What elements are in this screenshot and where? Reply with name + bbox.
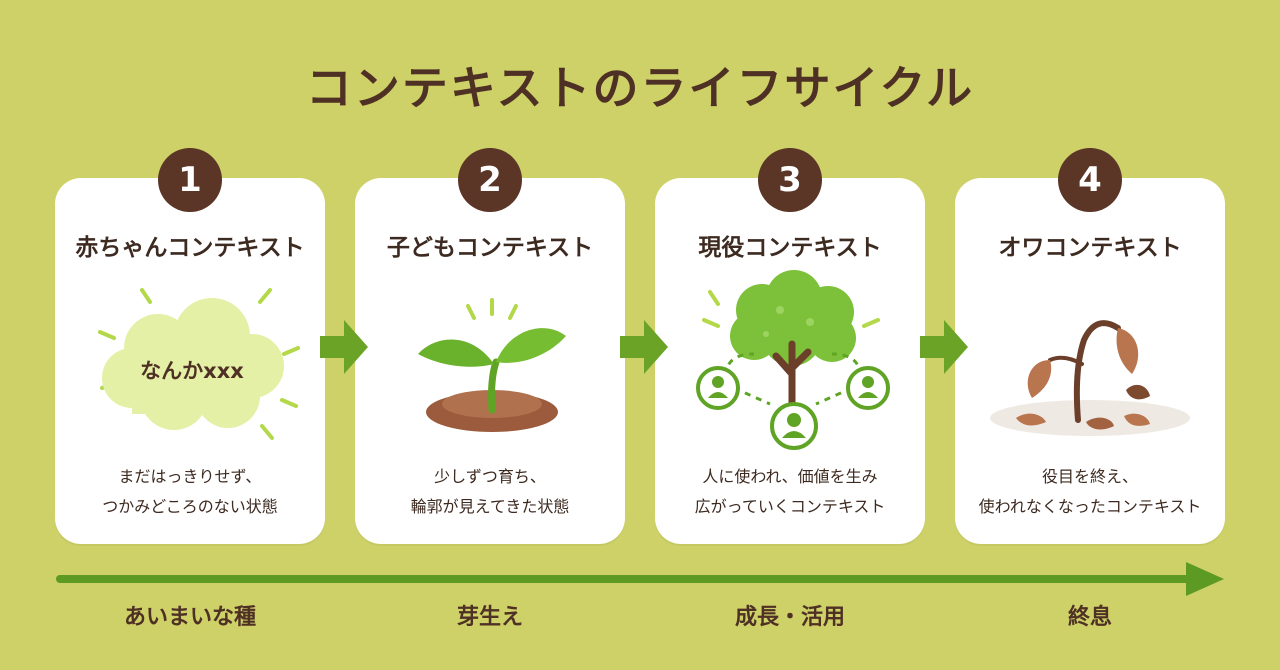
right-arrow-icon — [620, 320, 668, 374]
description-line: 少しずつ育ち、 — [434, 467, 546, 486]
description-line: 人に使われ、価値を生み — [702, 467, 878, 486]
description-line: 広がっていくコンテキスト — [694, 497, 886, 516]
card-title: 現役コンテキスト — [698, 235, 882, 261]
description-line: 使われなくなったコンテキスト — [978, 497, 1202, 516]
timeline-stage-growth: 成長・活用 — [734, 605, 845, 630]
card-description: 人に使われ、価値を生み 広がっていくコンテキスト — [655, 462, 925, 522]
card-description: まだはっきりせず、 つかみどころのない状態 — [55, 462, 325, 522]
card-title: 赤ちゃんコンテキスト — [75, 235, 305, 261]
card-description: 役目を終え、 使われなくなったコンテキスト — [955, 462, 1225, 522]
withered-plant-illustration — [990, 320, 1190, 436]
tree-with-people-illustration — [696, 270, 890, 450]
description-line: まだはっきりせず、 — [118, 467, 262, 486]
description-line: 輪郭が見えてきた状態 — [410, 497, 570, 516]
right-arrow-icon — [920, 320, 968, 374]
step-number-badge: 3 — [758, 148, 822, 212]
step-number-badge: 4 — [1058, 148, 1122, 212]
card-baby-context: 1 赤ちゃんコンテキスト なんかxxx まだはっきりせず、 つかみどころのない状… — [55, 148, 325, 544]
card-title: オワコンテキスト — [998, 235, 1182, 261]
description-line: つかみどころのない状態 — [102, 497, 278, 516]
fuzzy-cloud-illustration: なんかxxx — [98, 288, 300, 440]
cloud-text: なんかxxx — [140, 359, 244, 383]
sprout-illustration — [418, 298, 566, 432]
card-child-context: 2 子どもコンテキスト 少しずつ育ち、 輪郭が見えてきた状態 — [355, 148, 625, 544]
card-title: 子どもコンテキスト — [386, 235, 594, 261]
timeline-stage-seed: あいまいな種 — [123, 605, 256, 630]
step-number-badge: 1 — [158, 148, 222, 212]
description-line: 役目を終え、 — [1041, 467, 1138, 486]
card-active-context: 3 現役コンテキスト — [655, 148, 925, 544]
card-finished-context: 4 オワコンテキスト 役目を終え、 使われなくなったコンテキスト — [955, 148, 1225, 544]
timeline-stage-sprouting: 芽生え — [456, 605, 523, 630]
page-title: コンテキストのライフサイクル — [305, 61, 975, 115]
card-description: 少しずつ育ち、 輪郭が見えてきた状態 — [355, 462, 625, 522]
right-arrow-icon — [320, 320, 368, 374]
timeline-stage-end: 終息 — [1067, 605, 1112, 630]
step-number-badge: 2 — [458, 148, 522, 212]
timeline-arrow — [56, 562, 1224, 596]
